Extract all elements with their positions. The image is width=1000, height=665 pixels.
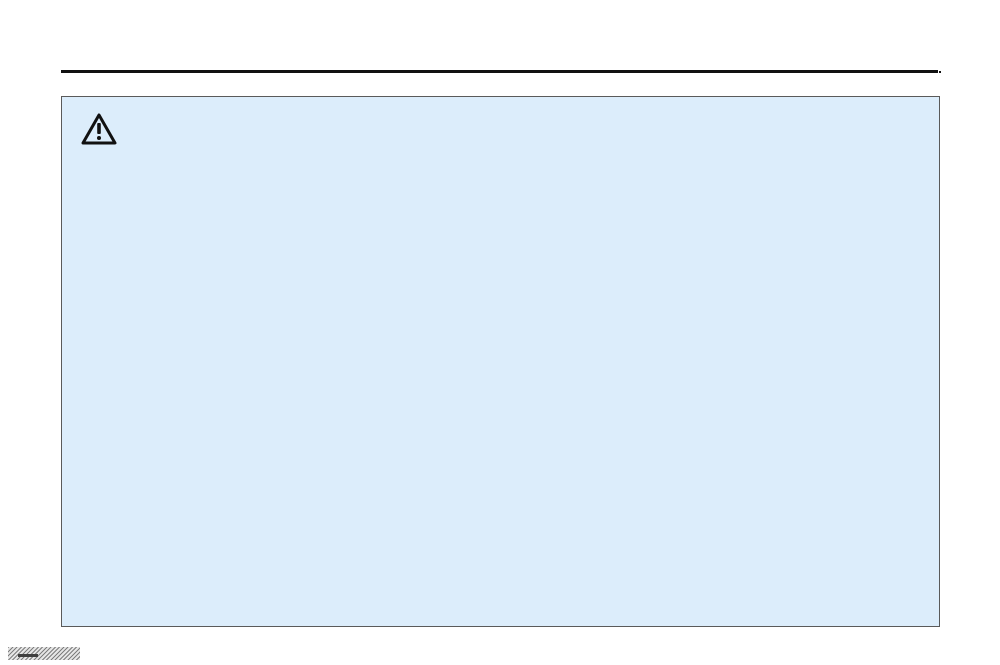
warning-triangle-icon (80, 112, 118, 146)
header-rule (61, 70, 938, 73)
hatched-page-mark-icon (8, 647, 80, 660)
header-rule-end-dot (939, 71, 941, 73)
footer-mark-notch (18, 654, 38, 657)
warning-panel (61, 96, 940, 627)
warning-body-text (80, 157, 921, 608)
